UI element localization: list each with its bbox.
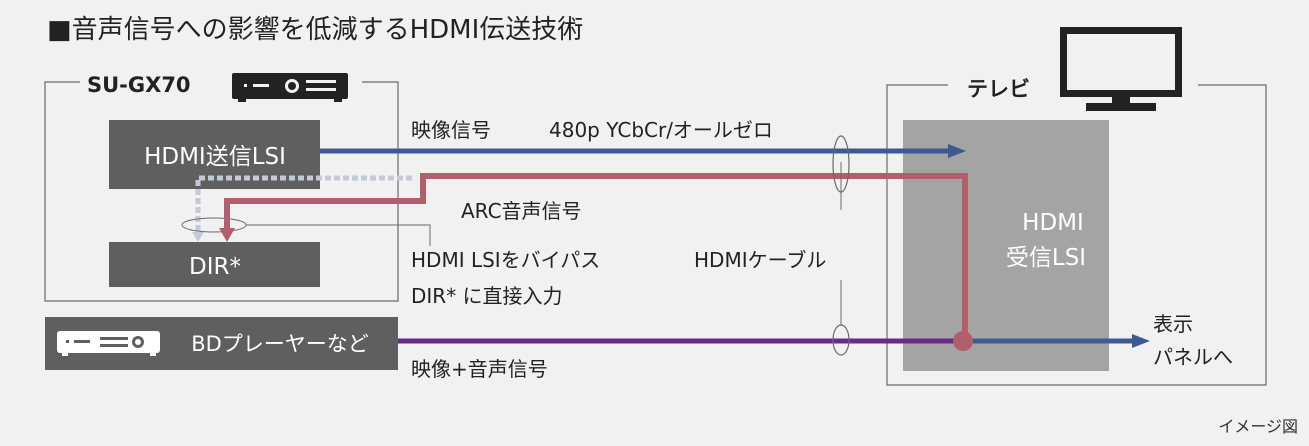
bypass-dashed-line: [195, 175, 412, 236]
player-label: BDプレーヤーなど: [191, 332, 369, 356]
source-device-label: SU-GX70: [87, 73, 191, 97]
arc-signal-label: ARC音声信号: [461, 199, 582, 223]
image-note: イメージ図: [1218, 417, 1298, 436]
source-device-frame: [44, 81, 399, 302]
hdmi-receiver-label-line1: HDMI: [1022, 210, 1084, 236]
junction-dot: [953, 331, 973, 351]
video-format-label: 480p YCbCr/オールゼロ: [549, 118, 773, 142]
tv-frame: [886, 84, 1267, 386]
display-label-line2: パネルへ: [1153, 345, 1233, 369]
player-icon: [57, 331, 160, 356]
hdmi-receiver-box: [903, 120, 1109, 371]
arc-arrowhead: [219, 228, 235, 242]
bypass-label-line1: HDMI LSIをバイパス: [411, 248, 600, 272]
bypass-label-line2: DIR* に直接入力: [411, 284, 563, 308]
dir-box: [109, 242, 320, 287]
bypass-callout-leader: [246, 224, 431, 246]
av-signal-label: 映像+音声信号: [411, 357, 548, 381]
tv-icon: [1060, 27, 1182, 111]
bypass-callout-ellipse: [181, 217, 247, 233]
hdmi-transmitter-label: HDMI送信LSI: [144, 144, 286, 170]
bypass-arrowhead: [192, 232, 204, 242]
display-label-line1: 表示: [1153, 312, 1193, 336]
cable-ellipse-lower: [832, 324, 850, 356]
hdmi-cable-label: HDMIケーブル: [694, 248, 826, 272]
page-title: ■音声信号への影響を低減するHDMI伝送技術: [47, 15, 583, 45]
tv-label: テレビ: [967, 77, 1030, 101]
arc-signal-line: [224, 173, 968, 340]
dir-label: DIR*: [189, 254, 241, 280]
video-signal-label: 映像信号: [411, 118, 491, 142]
video-arrowhead: [948, 144, 966, 158]
cable-ellipse-upper: [832, 135, 850, 193]
display-arrowhead: [1132, 334, 1150, 348]
hdmi-receiver-label-line2: 受信LSI: [1006, 245, 1086, 271]
amplifier-icon: [232, 73, 348, 102]
